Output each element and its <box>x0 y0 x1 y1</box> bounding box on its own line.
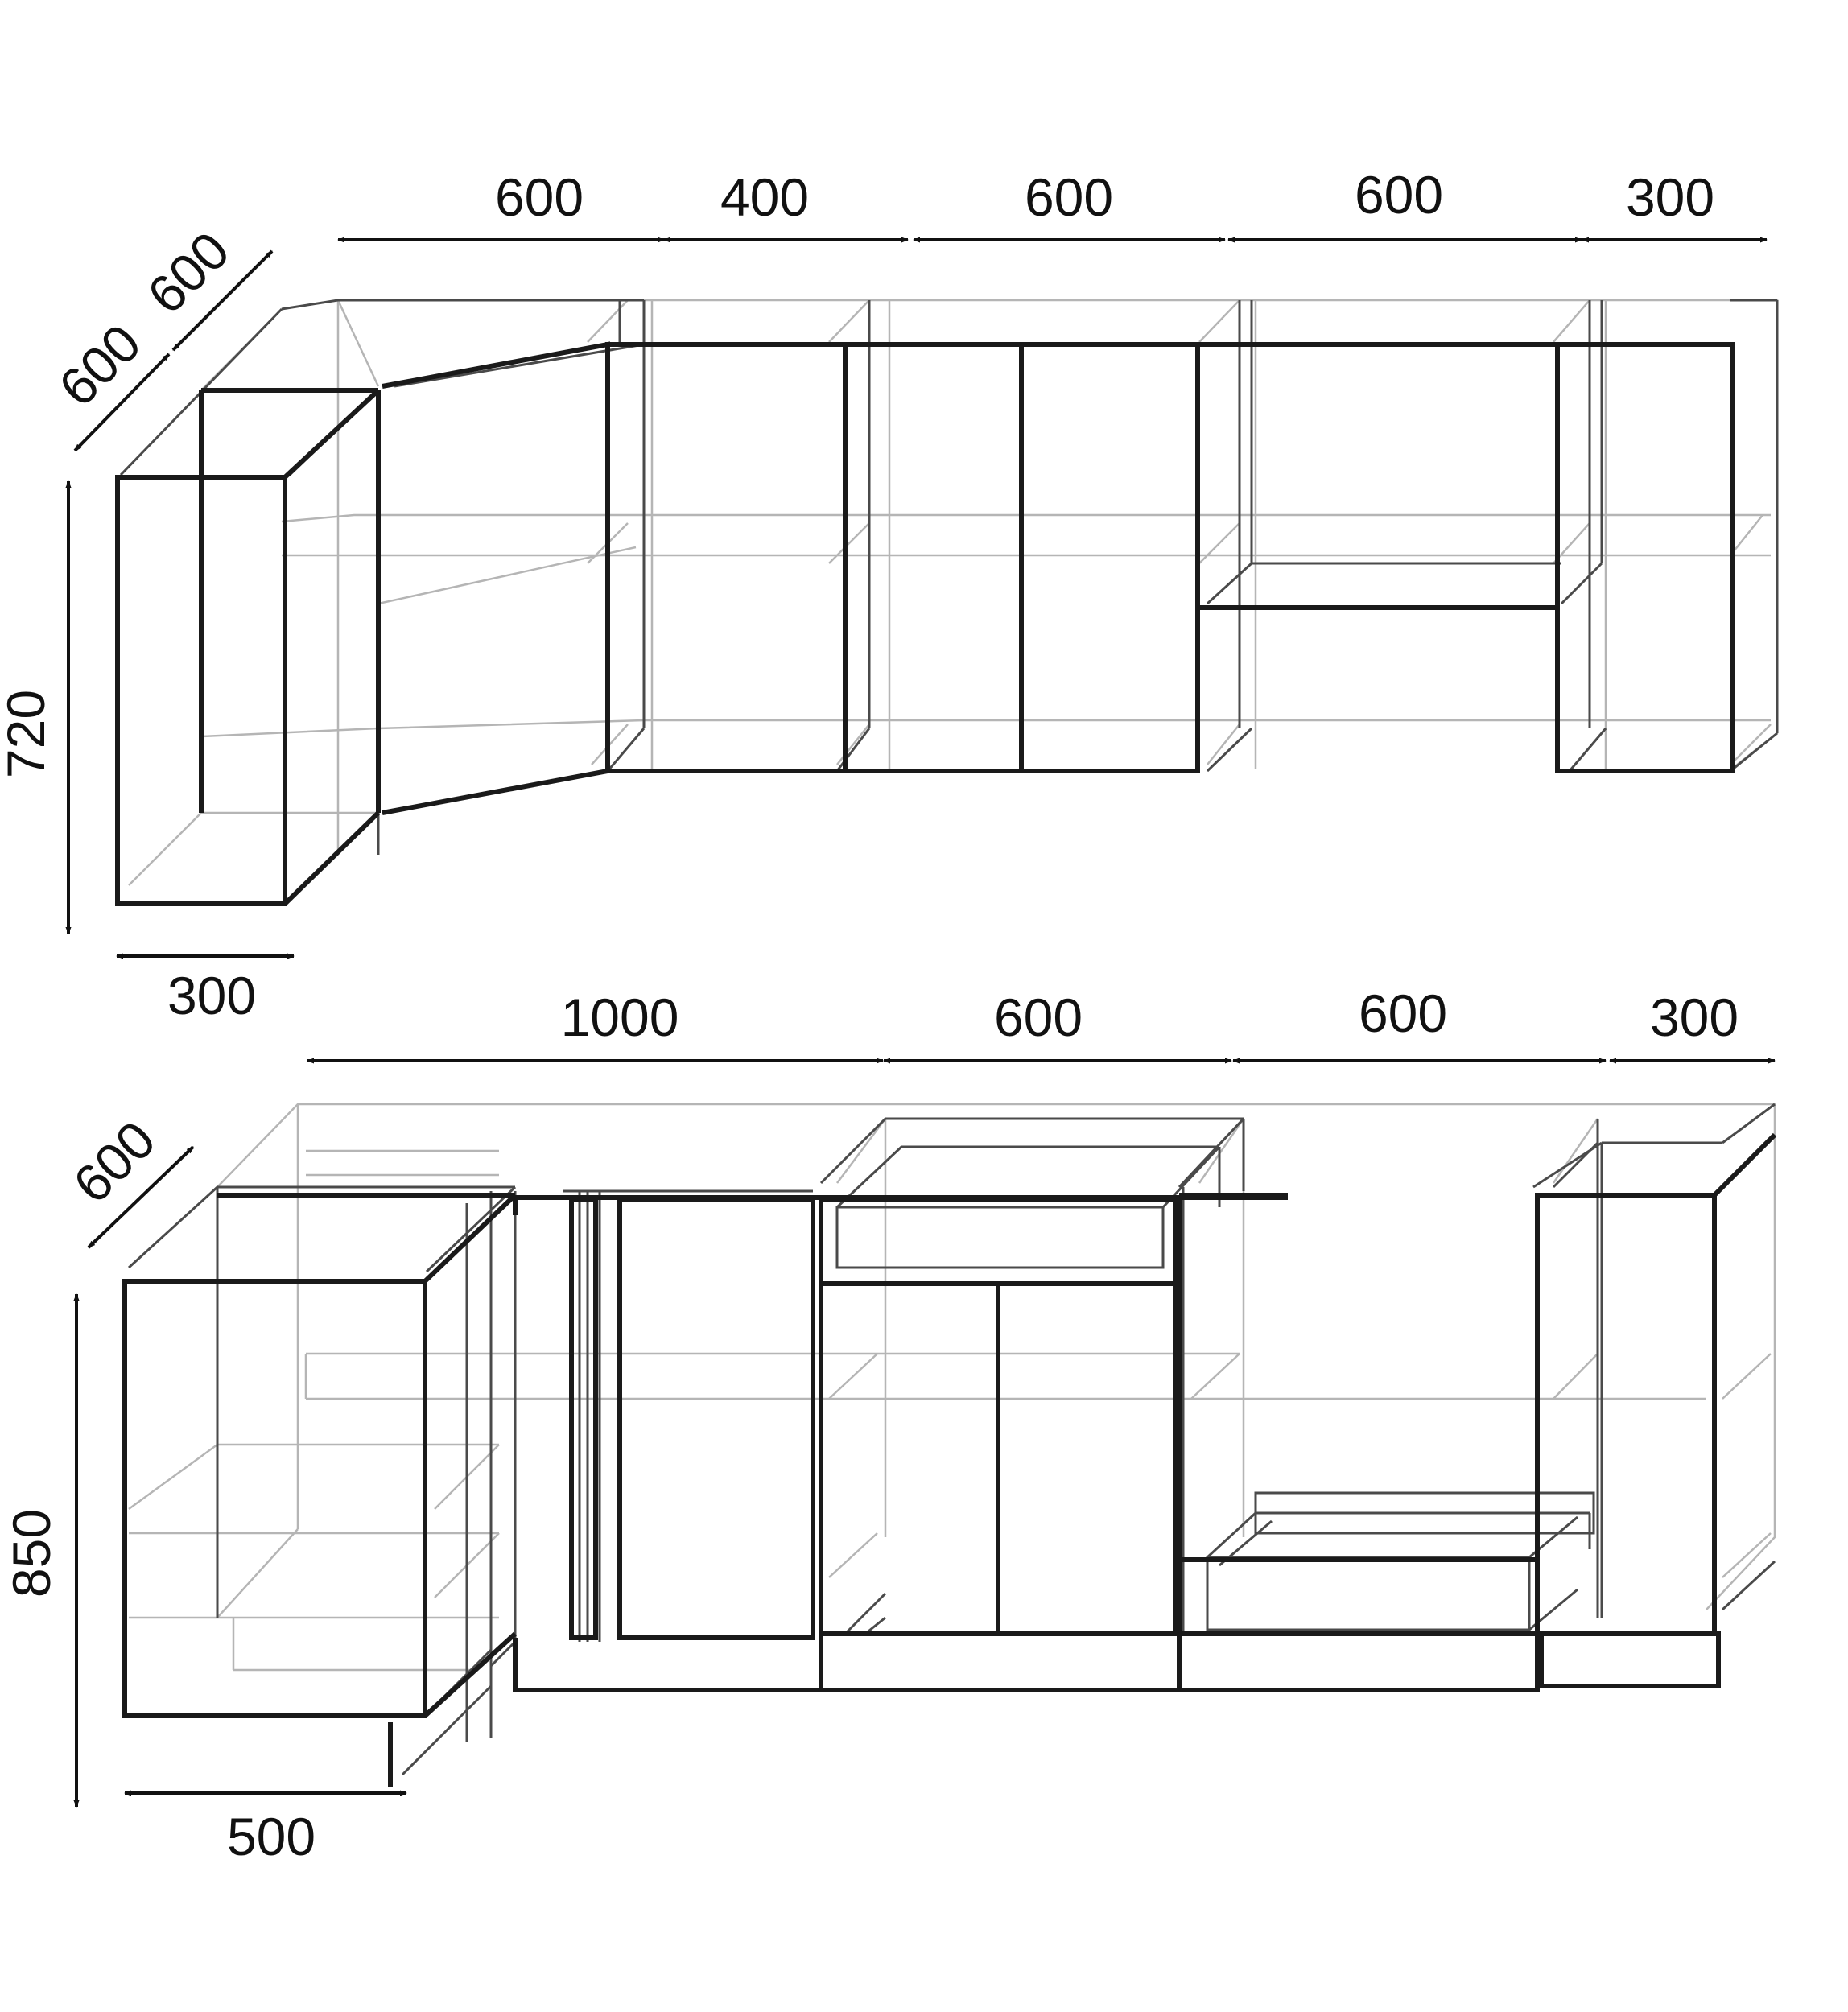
base-width-1: 1000 <box>561 987 679 1047</box>
upper-dimensions: 600 400 600 600 300 600 600 720 300 <box>0 165 1768 1025</box>
upper-width-3: 600 <box>1025 167 1113 227</box>
base-width-2: 600 <box>994 987 1083 1047</box>
upper-height: 720 <box>0 690 56 778</box>
upper-width-2: 400 <box>720 167 809 227</box>
upper-width-5: 300 <box>1626 167 1714 227</box>
base-depth: 600 <box>62 1110 167 1214</box>
upper-width-1: 600 <box>495 167 584 227</box>
base-corner-width: 500 <box>227 1807 316 1866</box>
upper-width-4: 600 <box>1355 165 1443 225</box>
base-width-3: 600 <box>1359 983 1447 1043</box>
upper-side-depth-2: 600 <box>136 221 241 325</box>
base-width-4: 300 <box>1650 987 1739 1047</box>
base-dimensions: 1000 600 600 300 600 850 500 <box>2 983 1776 1866</box>
upper-corner-width: 300 <box>167 966 256 1025</box>
upper-side-depth-1: 600 <box>47 313 152 418</box>
upper-cabinets <box>115 299 1779 906</box>
base-cabinets <box>122 1103 1777 1787</box>
base-height: 850 <box>2 1509 61 1598</box>
